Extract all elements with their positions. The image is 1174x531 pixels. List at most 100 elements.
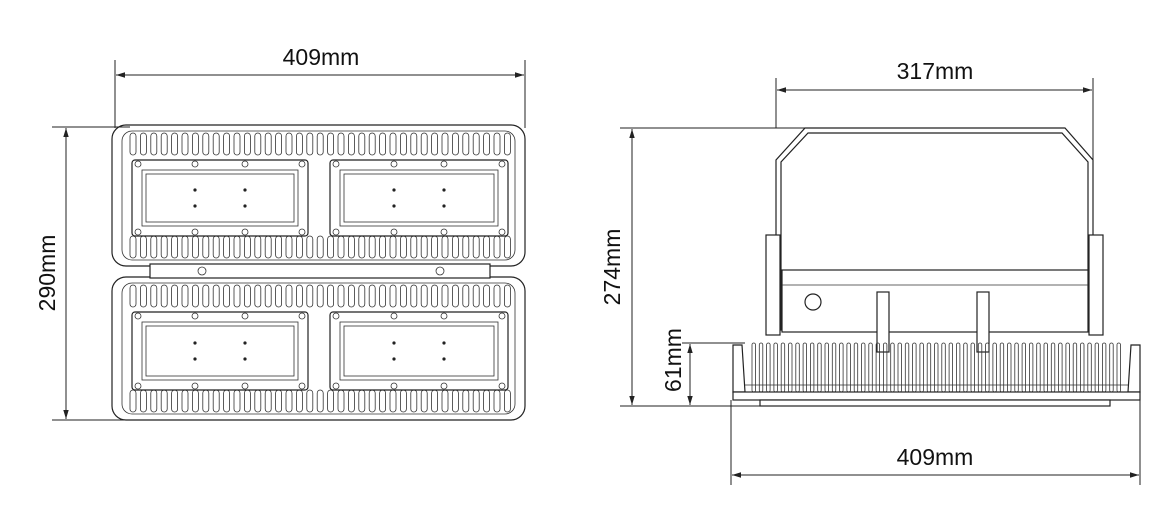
screw bbox=[332, 160, 340, 168]
screw bbox=[191, 312, 199, 320]
cooling-slot bbox=[129, 132, 137, 156]
led-panel bbox=[329, 311, 509, 391]
cooling-slot bbox=[150, 284, 158, 308]
screw bbox=[440, 228, 448, 236]
cooling-slot bbox=[379, 132, 387, 156]
screw bbox=[498, 160, 506, 168]
cooling-slot bbox=[223, 284, 231, 308]
cooling-slot bbox=[264, 284, 272, 308]
led-dot bbox=[193, 204, 197, 208]
cooling-slot bbox=[139, 284, 147, 308]
cooling-slot bbox=[233, 132, 241, 156]
screw bbox=[498, 382, 506, 390]
led-dot bbox=[243, 357, 247, 361]
screw bbox=[390, 382, 398, 390]
cooling-slot bbox=[306, 389, 314, 413]
cooling-slot bbox=[306, 132, 314, 156]
cooling-slot bbox=[327, 284, 335, 308]
cooling-slot bbox=[337, 284, 345, 308]
cooling-slot bbox=[368, 284, 376, 308]
screw bbox=[134, 382, 142, 390]
cooling-slot bbox=[306, 235, 314, 259]
module-hinge bbox=[149, 263, 491, 279]
cooling-slot bbox=[295, 284, 303, 308]
side-height-label: 274mm bbox=[599, 229, 625, 306]
side-width-dimension: 409mm bbox=[730, 400, 1141, 485]
cooling-slot bbox=[316, 389, 324, 413]
screw bbox=[191, 228, 199, 236]
heatsink-height-dimension: 61mm bbox=[660, 328, 745, 405]
led-dot bbox=[442, 341, 446, 345]
screw bbox=[298, 382, 306, 390]
cooling-slot bbox=[410, 284, 418, 308]
led-dot bbox=[442, 357, 446, 361]
front-width-dimension: 409mm bbox=[114, 44, 526, 128]
cooling-slot bbox=[493, 132, 501, 156]
cooling-slot bbox=[483, 132, 491, 156]
front-height-label: 290mm bbox=[34, 235, 60, 312]
heatsink-base bbox=[732, 391, 1141, 401]
screw bbox=[241, 228, 249, 236]
led-dot bbox=[193, 357, 197, 361]
led-panel bbox=[131, 311, 309, 391]
cooling-slot bbox=[503, 389, 511, 413]
cooling-slot bbox=[306, 284, 314, 308]
bracket-plate-right bbox=[1088, 234, 1104, 336]
bracket-width-label: 317mm bbox=[897, 58, 974, 84]
screw bbox=[134, 312, 142, 320]
screw bbox=[241, 312, 249, 320]
cooling-slot bbox=[254, 284, 262, 308]
screw bbox=[134, 160, 142, 168]
led-panel bbox=[329, 159, 509, 237]
cooling-slot bbox=[129, 284, 137, 308]
cooling-slot bbox=[503, 235, 511, 259]
led-module bbox=[111, 276, 526, 421]
front-view: 409mm 290mm bbox=[34, 44, 526, 421]
cooling-slot bbox=[191, 132, 199, 156]
screw bbox=[390, 160, 398, 168]
screw bbox=[332, 312, 340, 320]
cooling-slot bbox=[212, 284, 220, 308]
front-width-label: 409mm bbox=[283, 44, 360, 70]
cooling-slot bbox=[327, 389, 335, 413]
cooling-slot bbox=[462, 132, 470, 156]
cooling-slot bbox=[316, 235, 324, 259]
cooling-slot bbox=[399, 284, 407, 308]
screw bbox=[191, 160, 199, 168]
screw bbox=[440, 382, 448, 390]
led-panel bbox=[131, 159, 309, 237]
screw bbox=[498, 312, 506, 320]
cooling-slot bbox=[503, 132, 511, 156]
cooling-slot bbox=[243, 284, 251, 308]
screw bbox=[298, 228, 306, 236]
cooling-slot bbox=[420, 284, 428, 308]
screw bbox=[440, 312, 448, 320]
cooling-slot bbox=[337, 132, 345, 156]
screw bbox=[332, 228, 340, 236]
screw bbox=[390, 312, 398, 320]
connector-2 bbox=[976, 291, 990, 353]
led-dot bbox=[243, 204, 247, 208]
screw bbox=[440, 160, 448, 168]
cooling-slot bbox=[275, 284, 283, 308]
cooling-slot bbox=[181, 132, 189, 156]
front-height-dimension: 290mm bbox=[34, 126, 130, 421]
led-dot bbox=[442, 188, 446, 192]
cooling-slot bbox=[160, 132, 168, 156]
screw bbox=[241, 160, 249, 168]
cooling-slot bbox=[441, 284, 449, 308]
cooling-slot bbox=[150, 132, 158, 156]
cooling-slot bbox=[327, 235, 335, 259]
screw bbox=[134, 228, 142, 236]
cooling-slot bbox=[233, 284, 241, 308]
led-dot bbox=[392, 341, 396, 345]
led-module bbox=[111, 124, 526, 267]
lens-frame bbox=[759, 399, 1111, 407]
cooling-slot bbox=[191, 284, 199, 308]
cooling-slot bbox=[379, 284, 387, 308]
cooling-slot bbox=[264, 132, 272, 156]
side-height-dimension: 274mm bbox=[599, 127, 805, 407]
cooling-slot bbox=[202, 284, 210, 308]
cooling-slot bbox=[316, 132, 324, 156]
screw bbox=[298, 312, 306, 320]
